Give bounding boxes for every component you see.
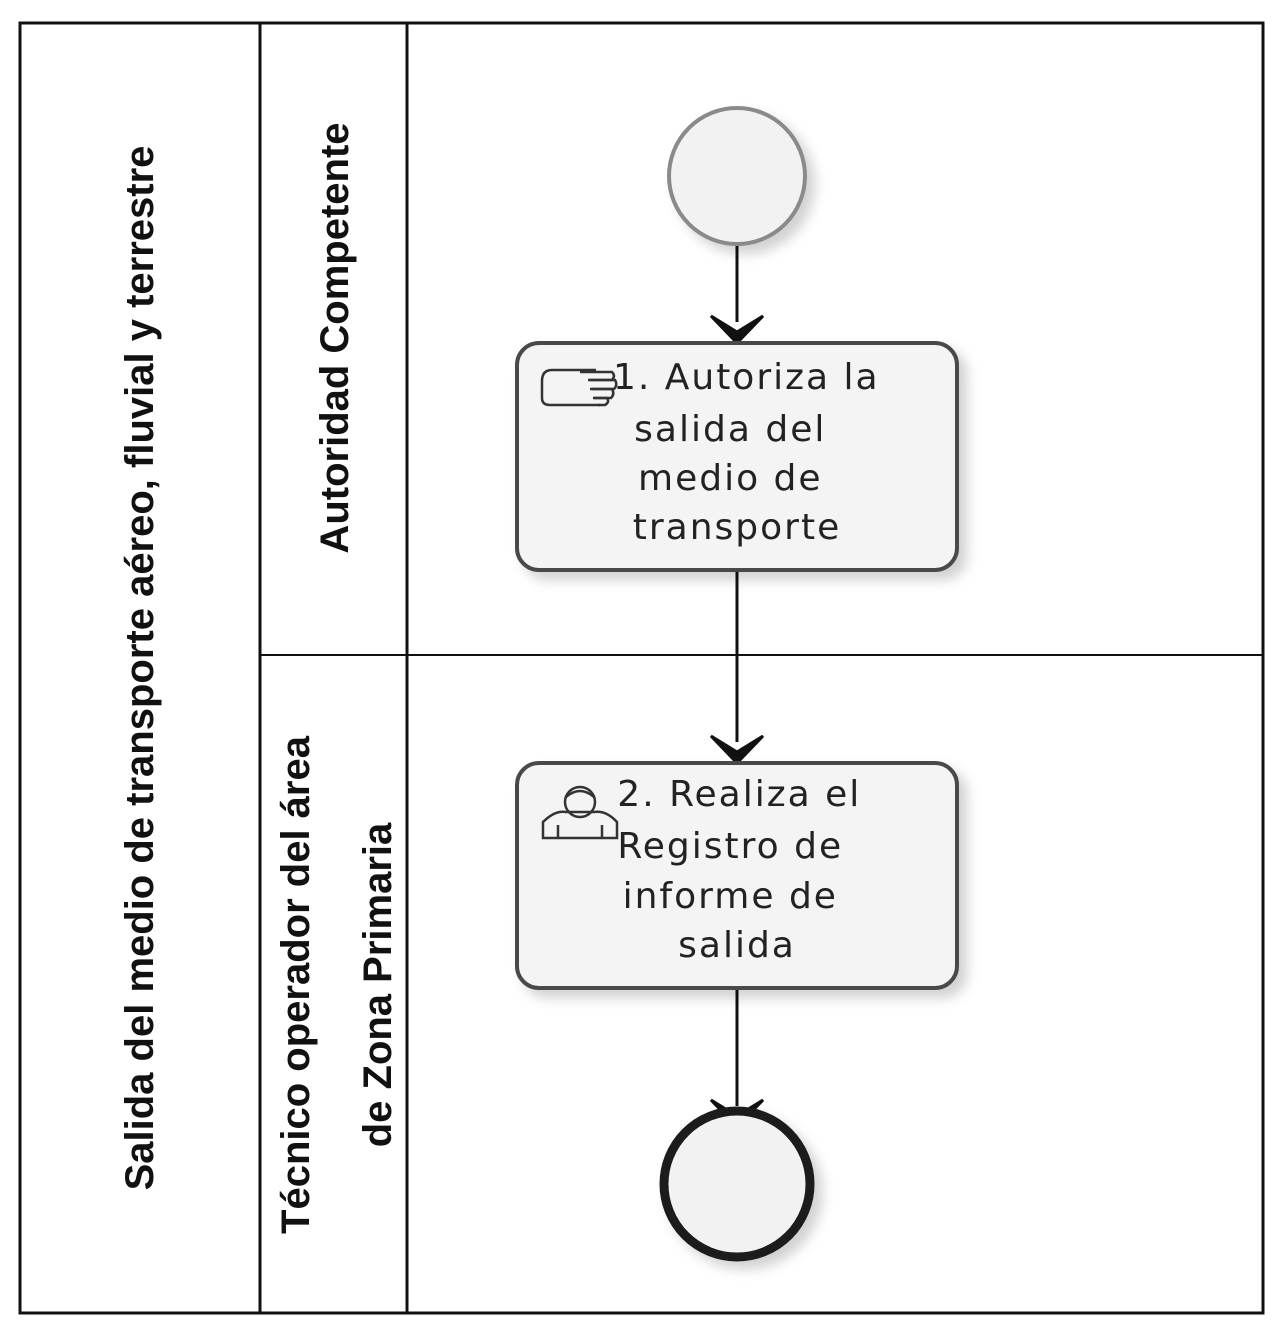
task-1-line-3: medio de <box>638 458 823 499</box>
user-icon <box>541 785 619 840</box>
task-2-line-3: informe de <box>623 876 838 917</box>
task-2-line-4: salida <box>678 925 796 966</box>
task-1-line-4: transporte <box>633 507 842 548</box>
task-2-line-1: 2. Realiza el <box>617 774 861 815</box>
task-2-line-2: Registro de <box>617 826 843 867</box>
task-1-line-2: salida del <box>634 409 826 450</box>
arrowhead-task2 <box>709 734 765 766</box>
lane-label-tecnico-line2: de Zona Primaria <box>356 822 400 1147</box>
hand-icon <box>540 368 618 407</box>
pool-border <box>18 21 1265 1315</box>
pool-label: Salida del medio de transporte aéreo, fl… <box>118 146 162 1191</box>
lane-label-tecnico-line1: Técnico operador del área <box>274 735 318 1234</box>
end-event[interactable] <box>659 1106 815 1262</box>
start-event[interactable] <box>667 106 807 246</box>
arrowhead-task1 <box>709 314 765 346</box>
svg-text:1. Autoriza la salida de: 1. Autoriza la salida del medio de trans… <box>613 357 893 548</box>
task-1-box[interactable] <box>515 341 959 572</box>
lane-label-autoridad: Autoridad Competente <box>313 122 357 553</box>
task-realiza-registro[interactable]: 2. Realiza el Registro de informe de sal… <box>515 761 959 990</box>
task-autoriza-salida[interactable]: 1. Autoriza la salida del medio de trans… <box>515 341 959 572</box>
svg-text:2. Realiza el Registro d: 2. Realiza el Registro de informe de sal… <box>617 774 874 966</box>
task-2-box[interactable] <box>515 761 959 990</box>
task-1-line-1: 1. Autoriza la <box>613 357 880 398</box>
